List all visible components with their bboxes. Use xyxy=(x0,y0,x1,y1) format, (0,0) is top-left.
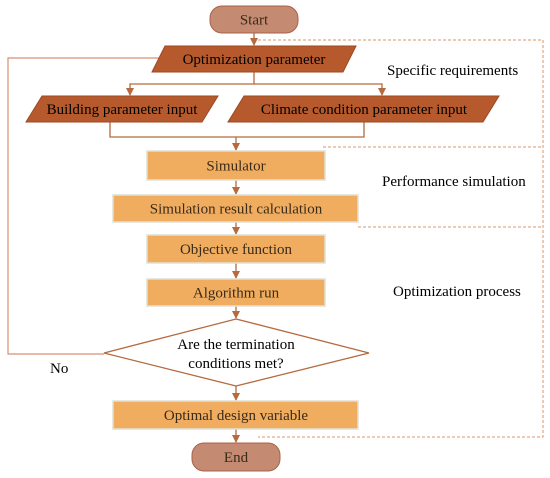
end-node: End xyxy=(191,442,281,472)
objective-node: Objective function xyxy=(146,234,326,264)
climate-input-node: Climate condition parameter input xyxy=(227,95,500,123)
no-edge-label: No xyxy=(50,361,68,377)
end-label: End xyxy=(224,450,249,466)
building-input-node: Building parameter input xyxy=(25,95,219,123)
start-node: Start xyxy=(209,5,299,34)
optimal-label: Optimal design variable xyxy=(164,408,308,424)
merge-climate xyxy=(236,122,365,138)
algorithm-label: Algorithm run xyxy=(193,286,280,302)
dashed-top-connector xyxy=(258,39,544,438)
termination-decision-node: Are the termination conditions met? xyxy=(103,318,370,387)
connectors xyxy=(109,33,386,443)
arrow-param-to-building xyxy=(126,72,255,96)
start-label: Start xyxy=(240,13,269,29)
optimization-parameter-label: Optimization parameter xyxy=(183,52,326,68)
simulator-label: Simulator xyxy=(206,159,265,175)
result-calc-node: Simulation result calculation xyxy=(112,194,359,223)
stage-optimization-process: Optimization process xyxy=(393,284,521,300)
merge-building xyxy=(109,122,236,138)
arrow-param-to-climate xyxy=(254,83,386,96)
algorithm-node: Algorithm run xyxy=(146,278,326,307)
optimal-node: Optimal design variable xyxy=(112,400,359,430)
decision-line2: conditions met? xyxy=(188,356,284,372)
decision-line1: Are the termination xyxy=(177,337,295,353)
climate-input-label: Climate condition parameter input xyxy=(261,102,468,118)
optimization-parameter-node: Optimization parameter xyxy=(151,45,357,73)
simulator-node: Simulator xyxy=(146,150,326,181)
stage-specific-requirements: Specific requirements xyxy=(387,63,518,79)
objective-label: Objective function xyxy=(180,242,293,258)
result-calc-label: Simulation result calculation xyxy=(150,202,323,218)
stage-performance-simulation: Performance simulation xyxy=(382,174,526,190)
stage-boundaries xyxy=(258,39,544,438)
building-input-label: Building parameter input xyxy=(47,102,199,118)
feedback-loop-no xyxy=(7,57,162,355)
